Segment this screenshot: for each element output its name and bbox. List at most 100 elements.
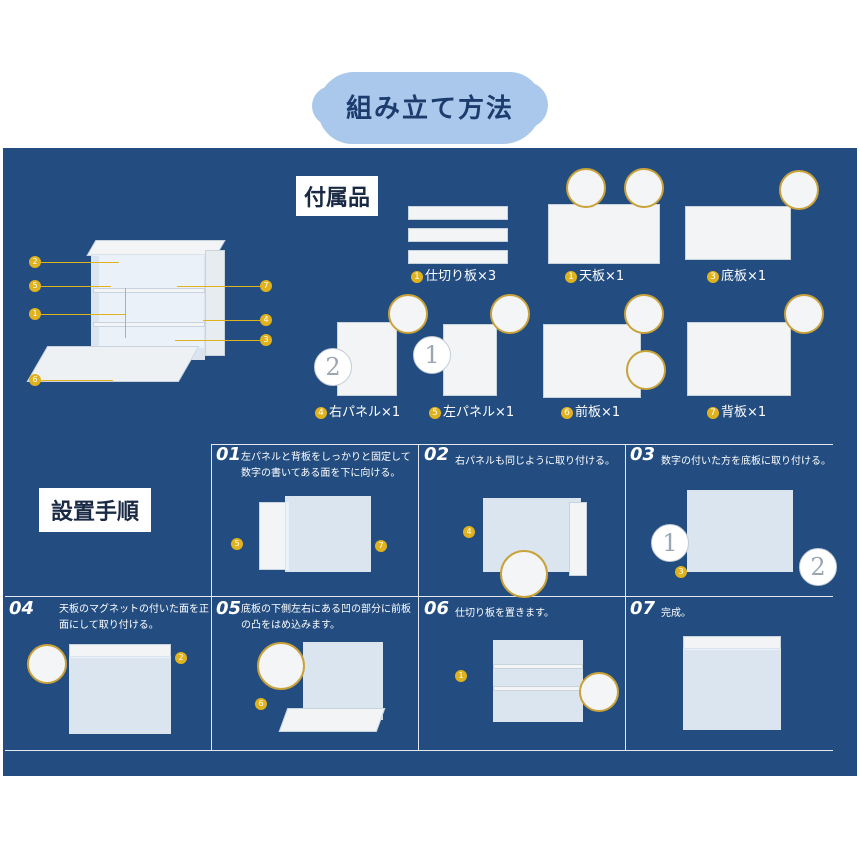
part-label-text: 背板×1 [721,405,767,420]
front-board-image [543,324,641,398]
step-07-image [683,636,793,736]
steps-mid-rule [5,596,833,597]
leader-7 [177,286,260,287]
callout-7: 7 [260,280,272,292]
step-04-text: 天板のマグネットの付いた面を正面にして取り付ける。 [59,604,209,631]
step-06-text: 仕切り板を置きます。 [455,608,554,619]
step-01-image [225,494,415,594]
zoom-lens [566,168,606,208]
leader-6 [41,380,113,381]
part-num-badge: 5 [429,407,441,419]
divider-2 [408,228,508,242]
leader-4 [203,320,260,321]
right-panel [569,502,587,576]
zoom-lens [579,672,619,712]
step-04-callout-2: 2 [175,652,187,664]
part-label-text: 底板×1 [721,269,767,284]
steps-bottom-rule [5,750,833,751]
part-num-badge: 1 [565,271,577,283]
part-label-text: 仕切り板×3 [425,269,497,284]
zoom-lens [27,644,67,684]
front-door-open [26,346,200,382]
part-label-text: 天板×1 [579,269,625,284]
step-04-number: 04 [9,598,35,619]
step-03-image [673,484,823,584]
part-label-text: 前板×1 [575,405,621,420]
panel-number-1: 1 [413,336,451,374]
shelf-2 [93,322,205,327]
part-num-badge: 1 [411,271,423,283]
step-05-number: 05 [216,598,242,619]
zoom-lens [624,168,664,208]
parts-heading: 付属品 [296,176,379,216]
callout-5: 5 [29,280,41,292]
step-06-callout-1: 1 [455,670,467,682]
zoom-lens [626,350,666,390]
step-01-number: 01 [216,444,242,465]
divider-panels [408,206,508,266]
panel-number-2: 2 [314,348,352,386]
callout-2: 2 [29,256,41,268]
panel-number-2: 2 [799,548,837,586]
box-body [69,656,171,734]
divider-3 [408,250,508,264]
step-divider [211,444,212,750]
step-03-number: 03 [630,444,656,465]
assembly-diagram [26,236,279,396]
divider [493,686,583,691]
leader-2 [41,262,119,263]
step-03-callout-3: 3 [675,566,687,578]
leader-3 [175,340,260,341]
part-label-text: 左パネル×1 [443,405,515,420]
shelf-1 [93,288,205,293]
step-01-callout-5: 5 [231,538,243,550]
box-body [493,640,583,722]
step-04-image [43,638,203,738]
zoom-lens [784,294,824,334]
bottom-board-image [685,206,791,260]
step-divider [418,444,419,750]
zoom-lens [490,294,530,334]
finished-box [683,648,781,730]
assembled-box [687,490,793,572]
panel-number-1: 1 [651,524,689,562]
step-06-number: 06 [424,598,450,619]
top-board-image [548,204,660,264]
box-front [91,254,205,360]
step-01-text: 左パネルと背板をしっかりと固定して数字の書いてある面を下に向ける。 [241,452,411,479]
back-panel [285,496,371,572]
step-05-callout-6: 6 [255,698,267,710]
part-num-badge: 3 [707,271,719,283]
step-05-image [253,638,413,748]
left-panel-image [443,324,497,396]
steps-top-rule [211,444,833,445]
step-02-callout-4: 4 [463,526,475,538]
callout-6: 6 [29,374,41,386]
step-02-number: 02 [424,444,450,465]
zoom-lens [779,170,819,210]
step-01-callout-7: 7 [375,540,387,552]
back-board-image [687,322,791,396]
title-blob [312,72,548,144]
zoom-lens [388,294,428,334]
leader-1 [41,314,125,315]
divider-1 [408,206,508,220]
front-board [278,708,386,732]
divider [493,664,583,669]
zoom-lens [257,642,305,690]
leader-5 [41,286,111,287]
zoom-lens [624,294,664,334]
part-num-badge: 7 [707,407,719,419]
part-num-badge: 4 [315,407,327,419]
box-side [205,250,225,356]
callout-4: 4 [260,314,272,326]
callout-3: 3 [260,334,272,346]
step-03-text: 数字の付いた方を底板に取り付ける。 [661,456,831,467]
page-title: 組み立て方法 [345,94,514,124]
